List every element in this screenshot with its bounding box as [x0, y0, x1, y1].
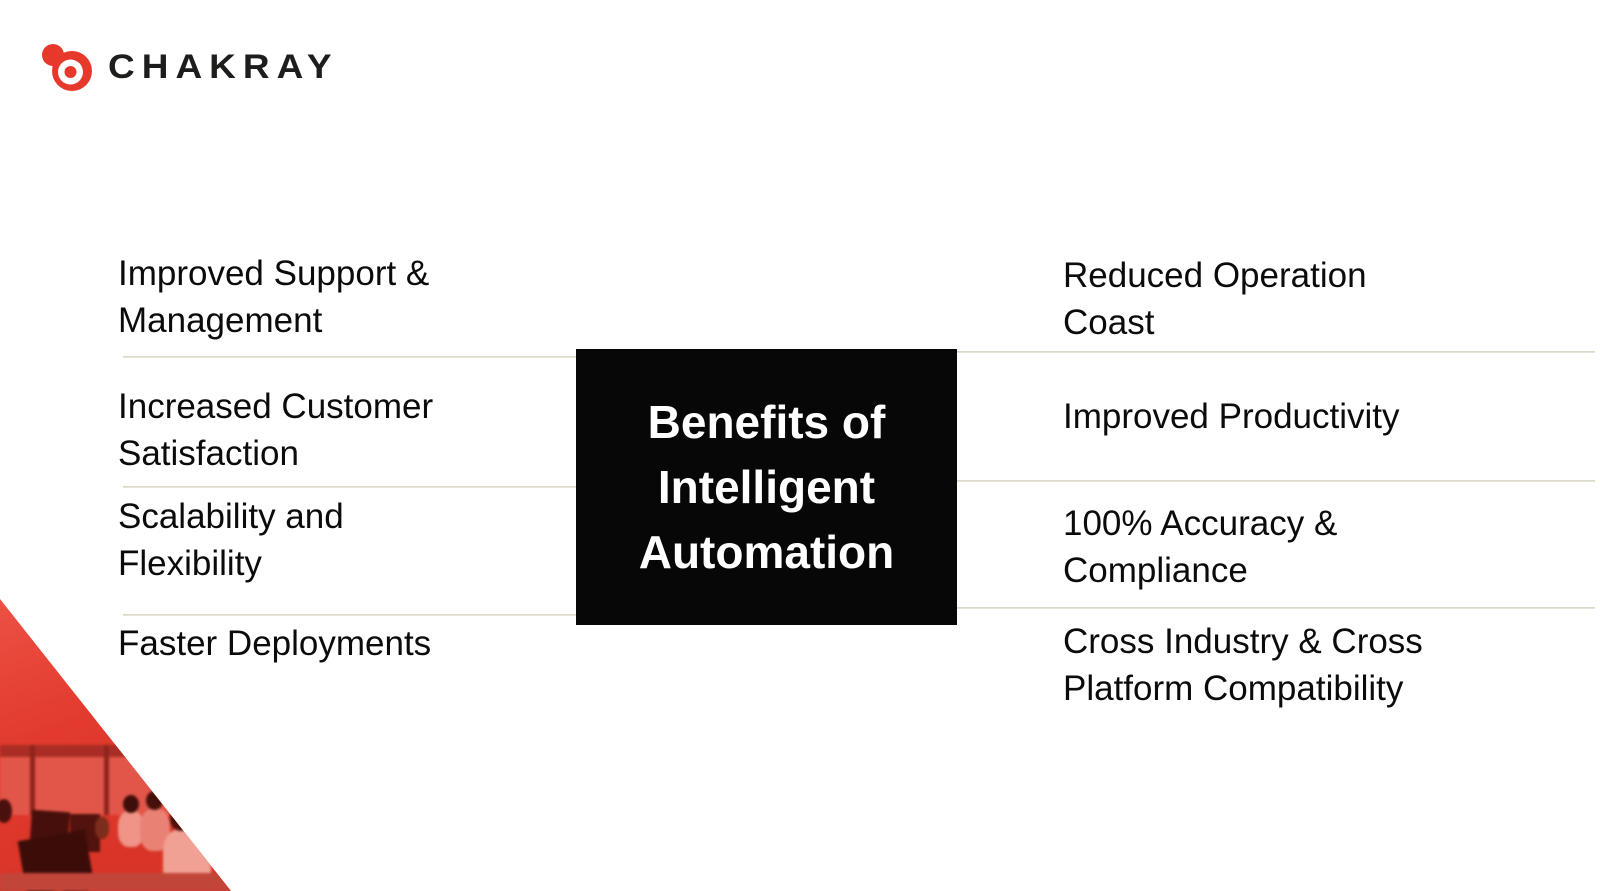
separator-line-right-3	[957, 607, 1595, 609]
photo-person-head	[146, 791, 163, 810]
benefit-item-scalability: Scalability and Flexibility	[118, 493, 344, 587]
benefit-item-faster-deployments: Faster Deployments	[118, 620, 431, 667]
title-line: Benefits of	[647, 395, 886, 448]
title-line: Intelligent	[657, 460, 876, 513]
title-line: Automation	[638, 525, 895, 578]
separator-line-left-3	[123, 614, 576, 616]
photo-plant	[95, 817, 109, 839]
benefit-item-customer-satisfaction: Increased Customer Satisfaction	[118, 383, 433, 477]
photo-person-head	[170, 807, 192, 831]
photo-desk	[0, 873, 231, 891]
separator-line-left-2	[123, 486, 576, 488]
photo-window-frame	[30, 745, 35, 815]
separator-line-right-2	[957, 480, 1595, 482]
office-photo	[0, 745, 231, 891]
benefit-line: Platform Compatibility	[1063, 669, 1404, 708]
benefit-item-cross-compatibility: Cross Industry & Cross Platform Compatib…	[1063, 618, 1423, 712]
benefit-line: Scalability and	[118, 497, 344, 536]
benefit-line: Cross Industry & Cross	[1063, 622, 1423, 661]
chakray-logo-icon	[42, 44, 92, 91]
benefit-line: Compliance	[1063, 551, 1248, 590]
separator-line-left-1	[123, 356, 576, 358]
benefit-item-improved-productivity: Improved Productivity	[1063, 393, 1400, 440]
benefit-line: Improved Support &	[118, 254, 430, 293]
title-box: Benefits of Intelligent Automation	[576, 349, 957, 625]
benefit-line: Reduced Operation	[1063, 256, 1367, 295]
benefit-line: Increased Customer	[118, 387, 434, 426]
benefit-line: Coast	[1063, 303, 1155, 342]
benefit-line: Management	[118, 301, 323, 340]
benefit-line: 100% Accuracy &	[1063, 504, 1338, 543]
brand-name: CHAKRAY	[108, 47, 339, 86]
benefit-item-improved-support: Improved Support & Management	[118, 250, 429, 344]
benefit-line: Satisfaction	[118, 434, 299, 473]
benefit-line: Flexibility	[118, 544, 262, 583]
benefit-line: Faster Deployments	[118, 624, 432, 663]
photo-person-head	[123, 795, 139, 813]
separator-line-right-1	[957, 351, 1595, 353]
photo-person-head	[0, 799, 12, 823]
chakray-logo: CHAKRAY	[42, 42, 339, 92]
benefit-item-reduced-cost: Reduced Operation Coast	[1063, 252, 1367, 346]
photo-window-frame	[104, 745, 109, 815]
benefit-item-accuracy-compliance: 100% Accuracy & Compliance	[1063, 500, 1337, 594]
benefit-line: Improved Productivity	[1063, 397, 1400, 436]
photo-person-body	[118, 811, 144, 847]
